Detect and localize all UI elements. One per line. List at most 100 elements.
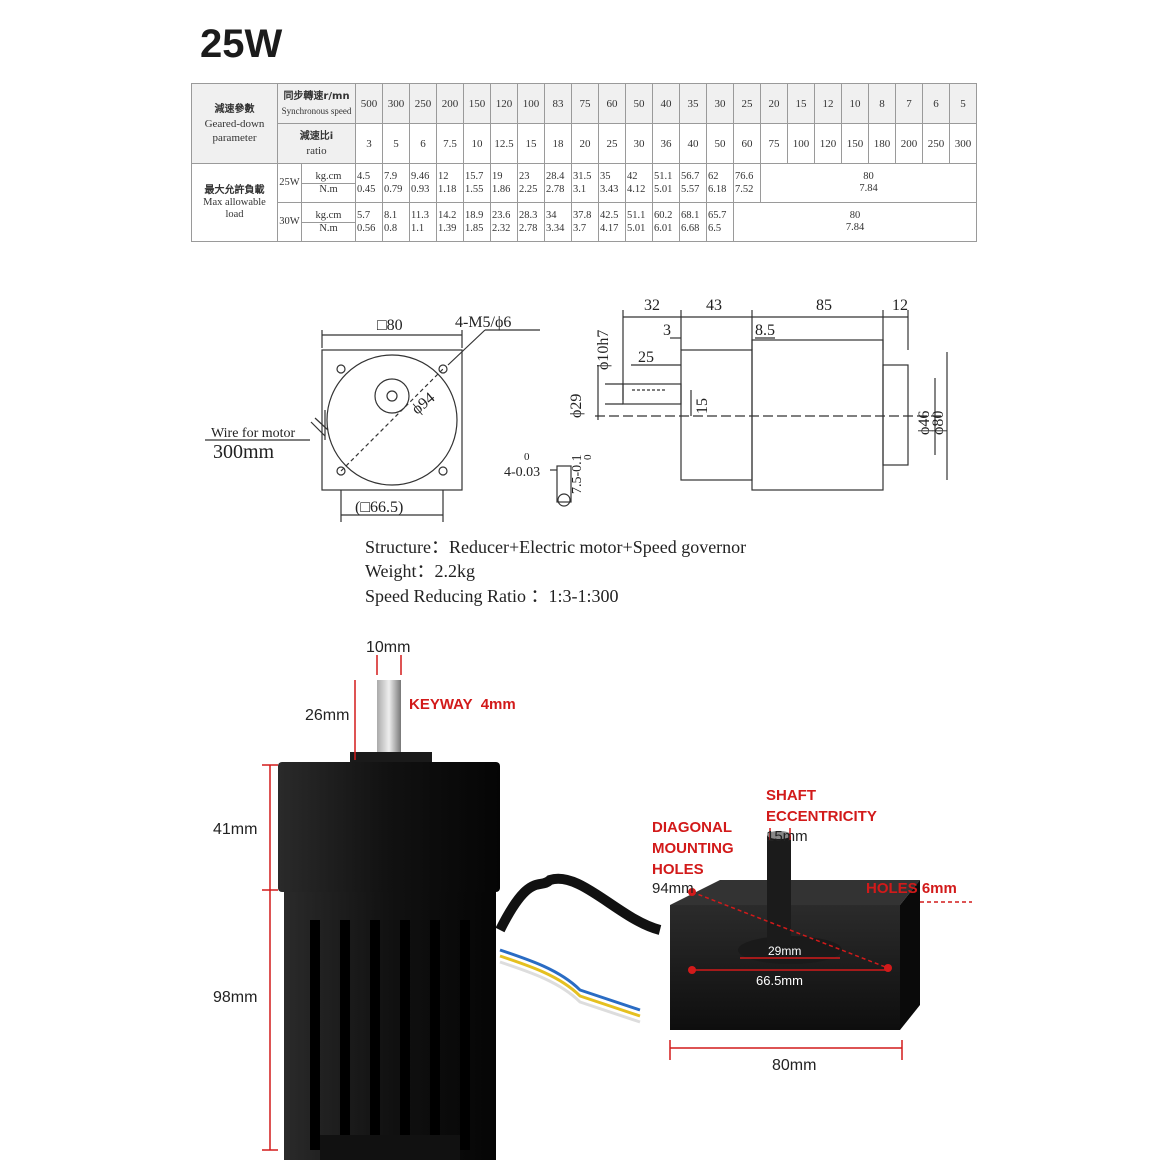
shaft-ecc-1: SHAFT [766,787,816,804]
keyway-detail [556,465,572,503]
ratio-cell: 100 [787,123,815,164]
mount-hole-br [438,466,448,476]
mount-label: 66.5mm [756,973,803,988]
key-width: 4-0.03 [504,465,540,480]
dim-25: 25 [638,349,654,366]
front-square-dim: □80 [377,317,403,334]
shaft-right-photo [767,835,791,945]
mount-hole-bl [336,466,346,476]
ratio-cell: 60 [733,123,761,164]
gearbox-height-label: 41mm [213,821,258,838]
ratio-cell: 7.5 [436,123,464,164]
front-view-hub [374,378,410,414]
speed-cell: 60 [598,83,626,124]
speed-cell: 500 [355,83,383,124]
speed-cell: 7 [895,83,923,124]
speed-cell: 75 [571,83,599,124]
spec-ratio: Speed Reducing Ratio ：1:3-1:300 [365,586,619,606]
dim-15: 15 [694,398,711,414]
gearbox-body [680,349,753,481]
technical-drawing: □80 4-M5/ϕ6 ϕ94 (□66.5) Wire for motor 3… [205,297,948,522]
diag-4: 94mm [652,880,694,897]
wire-length: 300mm [213,441,275,463]
spec-weight: Weight：2.2kg [365,561,476,581]
gearbox-right-photo [670,905,900,1030]
holes-label: HOLES 6mm [866,880,957,897]
speed-cell: 250 [409,83,437,124]
front-mount-dim: (□66.5) [355,499,403,516]
speed-cell: 100 [517,83,545,124]
speed-cell: 150 [463,83,491,124]
gearbox-photo [278,762,500,892]
dim-phi80: ϕ80 [930,411,947,435]
front-view-housing [321,349,463,491]
motor-height-label: 98mm [213,989,258,1006]
dim-phi10: ϕ10h7 [595,330,612,370]
diag-3: HOLES [652,861,704,878]
dim-85: 85 [816,297,832,314]
speed-cell: 30 [706,83,734,124]
motor-body [751,339,884,491]
spec-structure: Structure：Reducer+Electric motor+Speed g… [365,537,747,557]
key-height-sup: 0 [582,454,594,460]
speed-cell: 83 [544,83,572,124]
mount-hole-tl [336,364,346,374]
power-label-25W: 25W [277,163,302,203]
dim-8-5: 8.5 [755,322,775,339]
ratio-cell: 50 [706,123,734,164]
speed-cell: 25 [733,83,761,124]
speed-cell: 20 [760,83,788,124]
output-shaft [622,383,682,405]
ratio-cell: 120 [814,123,842,164]
hub-label: 29mm [768,944,802,958]
speed-cell: 200 [436,83,464,124]
motor-photo [262,655,972,1160]
dim-12: 12 [892,297,908,314]
speed-cell: 8 [868,83,896,124]
shaft-ecc-3: 15mm [766,828,808,845]
speed-cell: 35 [679,83,707,124]
ratio-cell: 36 [652,123,680,164]
ratio-cell: 25 [598,123,626,164]
speed-cell: 10 [841,83,869,124]
ratio-cell: 75 [760,123,788,164]
ratio-cell: 20 [571,123,599,164]
dim-43: 43 [706,297,722,314]
ratio-cell: 180 [868,123,896,164]
ratio-cell: 10 [463,123,491,164]
output-shaft-photo [377,680,401,762]
front-view-circle [326,354,458,486]
ratio-cell: 15 [517,123,545,164]
diag-1: DIAGONAL [652,819,732,836]
key-width-sup: 0 [524,451,530,463]
speed-cell: 15 [787,83,815,124]
shaft-diameter-label: 10mm [366,639,411,656]
keyway-label: KEYWAY 4mm [409,696,516,713]
dim-3: 3 [663,322,671,339]
speed-cell: 120 [490,83,518,124]
ratio-cell: 250 [922,123,950,164]
